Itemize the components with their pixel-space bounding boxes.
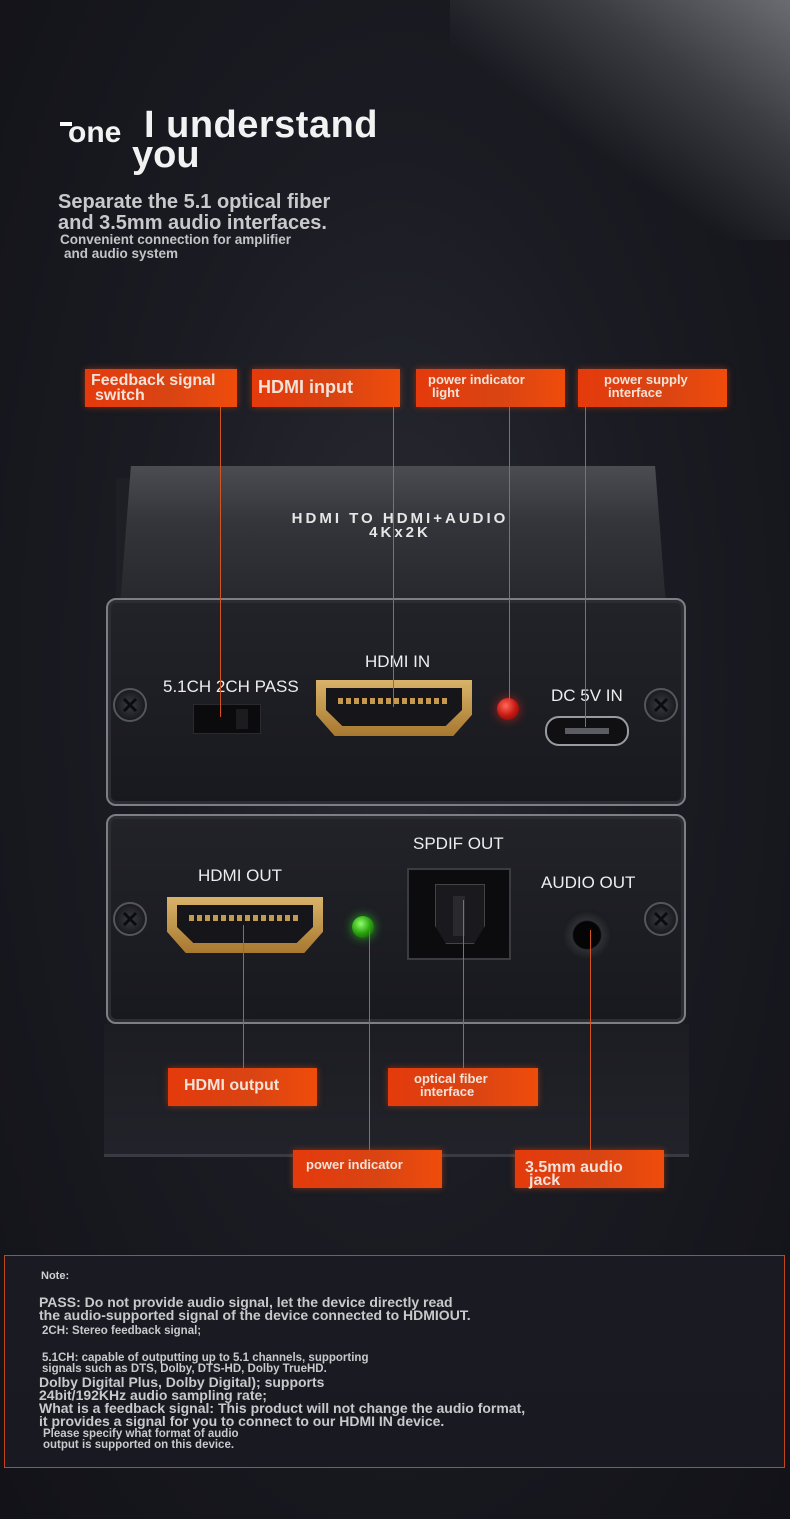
label-spdif-out: SPDIF OUT	[413, 834, 504, 853]
label-audio-out: AUDIO OUT	[541, 873, 636, 892]
leader-line	[369, 928, 370, 1150]
device-model-line-1: HDMI TO HDMI+AUDIO	[291, 510, 509, 527]
spdif-port[interactable]	[407, 868, 511, 960]
note-line: the audio-supported signal of the device…	[39, 1307, 471, 1323]
description-line-1: Convenient connection for amplifier	[60, 232, 292, 247]
callout-optical-line-1: optical fiber	[414, 1071, 488, 1086]
dc-5v-port[interactable]	[545, 716, 629, 746]
note-line: it provides a signal for you to connect …	[39, 1413, 445, 1429]
note-line: 2CH: Stereo feedback signal;	[42, 1325, 202, 1337]
leader-line	[220, 407, 221, 717]
callout-audio-jack-line-2: jack	[529, 1172, 561, 1189]
note-line: signals such as DTS, Dolby, DTS-HD, Dolb…	[42, 1363, 327, 1375]
hdmi-in-pins	[338, 698, 450, 704]
screw-icon	[113, 902, 147, 936]
leader-line	[585, 407, 586, 727]
callout-feedback-switch-line-1: Feedback signal	[91, 372, 216, 389]
callout-hdmi-input-text: HDMI input	[258, 377, 353, 397]
power-led-red	[497, 698, 519, 720]
note-line: What is a feedback signal: This product …	[39, 1400, 526, 1416]
callout-power-light-line-1: power indicator	[428, 372, 525, 387]
callout-optical: optical fiber interface	[388, 1068, 538, 1106]
callout-audio-jack-line-1: 3.5mm audio	[525, 1159, 623, 1176]
screw-icon	[644, 902, 678, 936]
note-line: PASS: Do not provide audio signal, let t…	[39, 1294, 453, 1310]
title-one: one	[68, 116, 122, 149]
label-hdmi-out: HDMI OUT	[198, 866, 283, 885]
switch-knob	[236, 709, 248, 729]
hdmi-out-port-inner	[177, 905, 313, 943]
note-line: Please specify what format of audio	[43, 1428, 239, 1440]
notes-box: Note: PASS: Do not provide audio signal,…	[4, 1255, 785, 1468]
device-model: HDMI TO HDMI+AUDIO 4Kx2K	[180, 510, 620, 541]
callout-audio-jack: 3.5mm audio jack	[515, 1150, 664, 1189]
note-line: Dolby Digital Plus, Dolby Digital); supp…	[39, 1374, 325, 1390]
device-model-line-2: 4Kx2K	[369, 524, 431, 541]
callout-power-supply: power supply interface	[578, 369, 727, 407]
callout-power-supply-line-2: interface	[608, 385, 663, 400]
label-hdmi-in: HDMI IN	[365, 652, 431, 671]
subtitle: Separate the 5.1 optical fiber and 3.5mm…	[58, 192, 458, 234]
subtitle-line-1: Separate the 5.1 optical fiber	[58, 191, 331, 213]
hdmi-in-port-inner	[326, 688, 462, 726]
title-you: you	[132, 134, 200, 176]
title-dash	[60, 122, 72, 126]
subtitle-line-2: and 3.5mm audio interfaces.	[58, 212, 327, 234]
spdif-port-core	[453, 896, 465, 936]
note-line: 24bit/192KHz audio sampling rate;	[39, 1387, 267, 1403]
description-line-2: and audio system	[64, 246, 179, 261]
callout-optical-line-2: interface	[420, 1084, 475, 1099]
page-title: one I understand you	[58, 104, 478, 184]
hdmi-in-port[interactable]	[316, 680, 472, 736]
leader-line	[243, 925, 244, 1068]
callout-power-indicator-text: power indicator	[306, 1157, 403, 1172]
note-line: output is supported on this device.	[43, 1439, 235, 1451]
leader-line	[590, 930, 591, 1150]
leader-line	[393, 407, 394, 707]
leader-line	[463, 900, 464, 1068]
screw-icon	[644, 688, 678, 722]
hdmi-out-pins	[189, 915, 301, 921]
label-switch: 5.1CH 2CH PASS	[163, 677, 299, 696]
notes-heading: Note:	[41, 1270, 70, 1282]
callout-hdmi-output: HDMI output	[168, 1068, 317, 1106]
callout-power-supply-line-1: power supply	[604, 372, 688, 387]
audio-jack-port[interactable]	[562, 910, 612, 960]
note-line: 5.1CH: capable of outputting up to 5.1 c…	[42, 1352, 369, 1364]
corner-decoration	[450, 0, 790, 240]
leader-line	[509, 407, 510, 707]
callout-power-light: power indicator light	[416, 369, 565, 407]
title-main: I understand	[144, 104, 379, 146]
callout-power-indicator: power indicator	[293, 1150, 442, 1188]
callout-power-light-line-2: light	[432, 385, 460, 400]
callout-hdmi-input: HDMI input	[252, 369, 400, 407]
screw-icon	[113, 688, 147, 722]
callout-hdmi-output-text: HDMI output	[184, 1077, 280, 1094]
callout-feedback-switch: Feedback signal switch	[85, 369, 237, 407]
callout-feedback-switch-line-2: switch	[95, 387, 145, 404]
label-dc-in: DC 5V IN	[551, 686, 623, 705]
dc-5v-port-inner	[565, 728, 609, 734]
hdmi-out-port[interactable]	[167, 897, 323, 953]
feedback-switch[interactable]	[193, 704, 261, 734]
description: Convenient connection for amplifier and …	[60, 233, 400, 261]
status-led-green	[352, 916, 374, 938]
